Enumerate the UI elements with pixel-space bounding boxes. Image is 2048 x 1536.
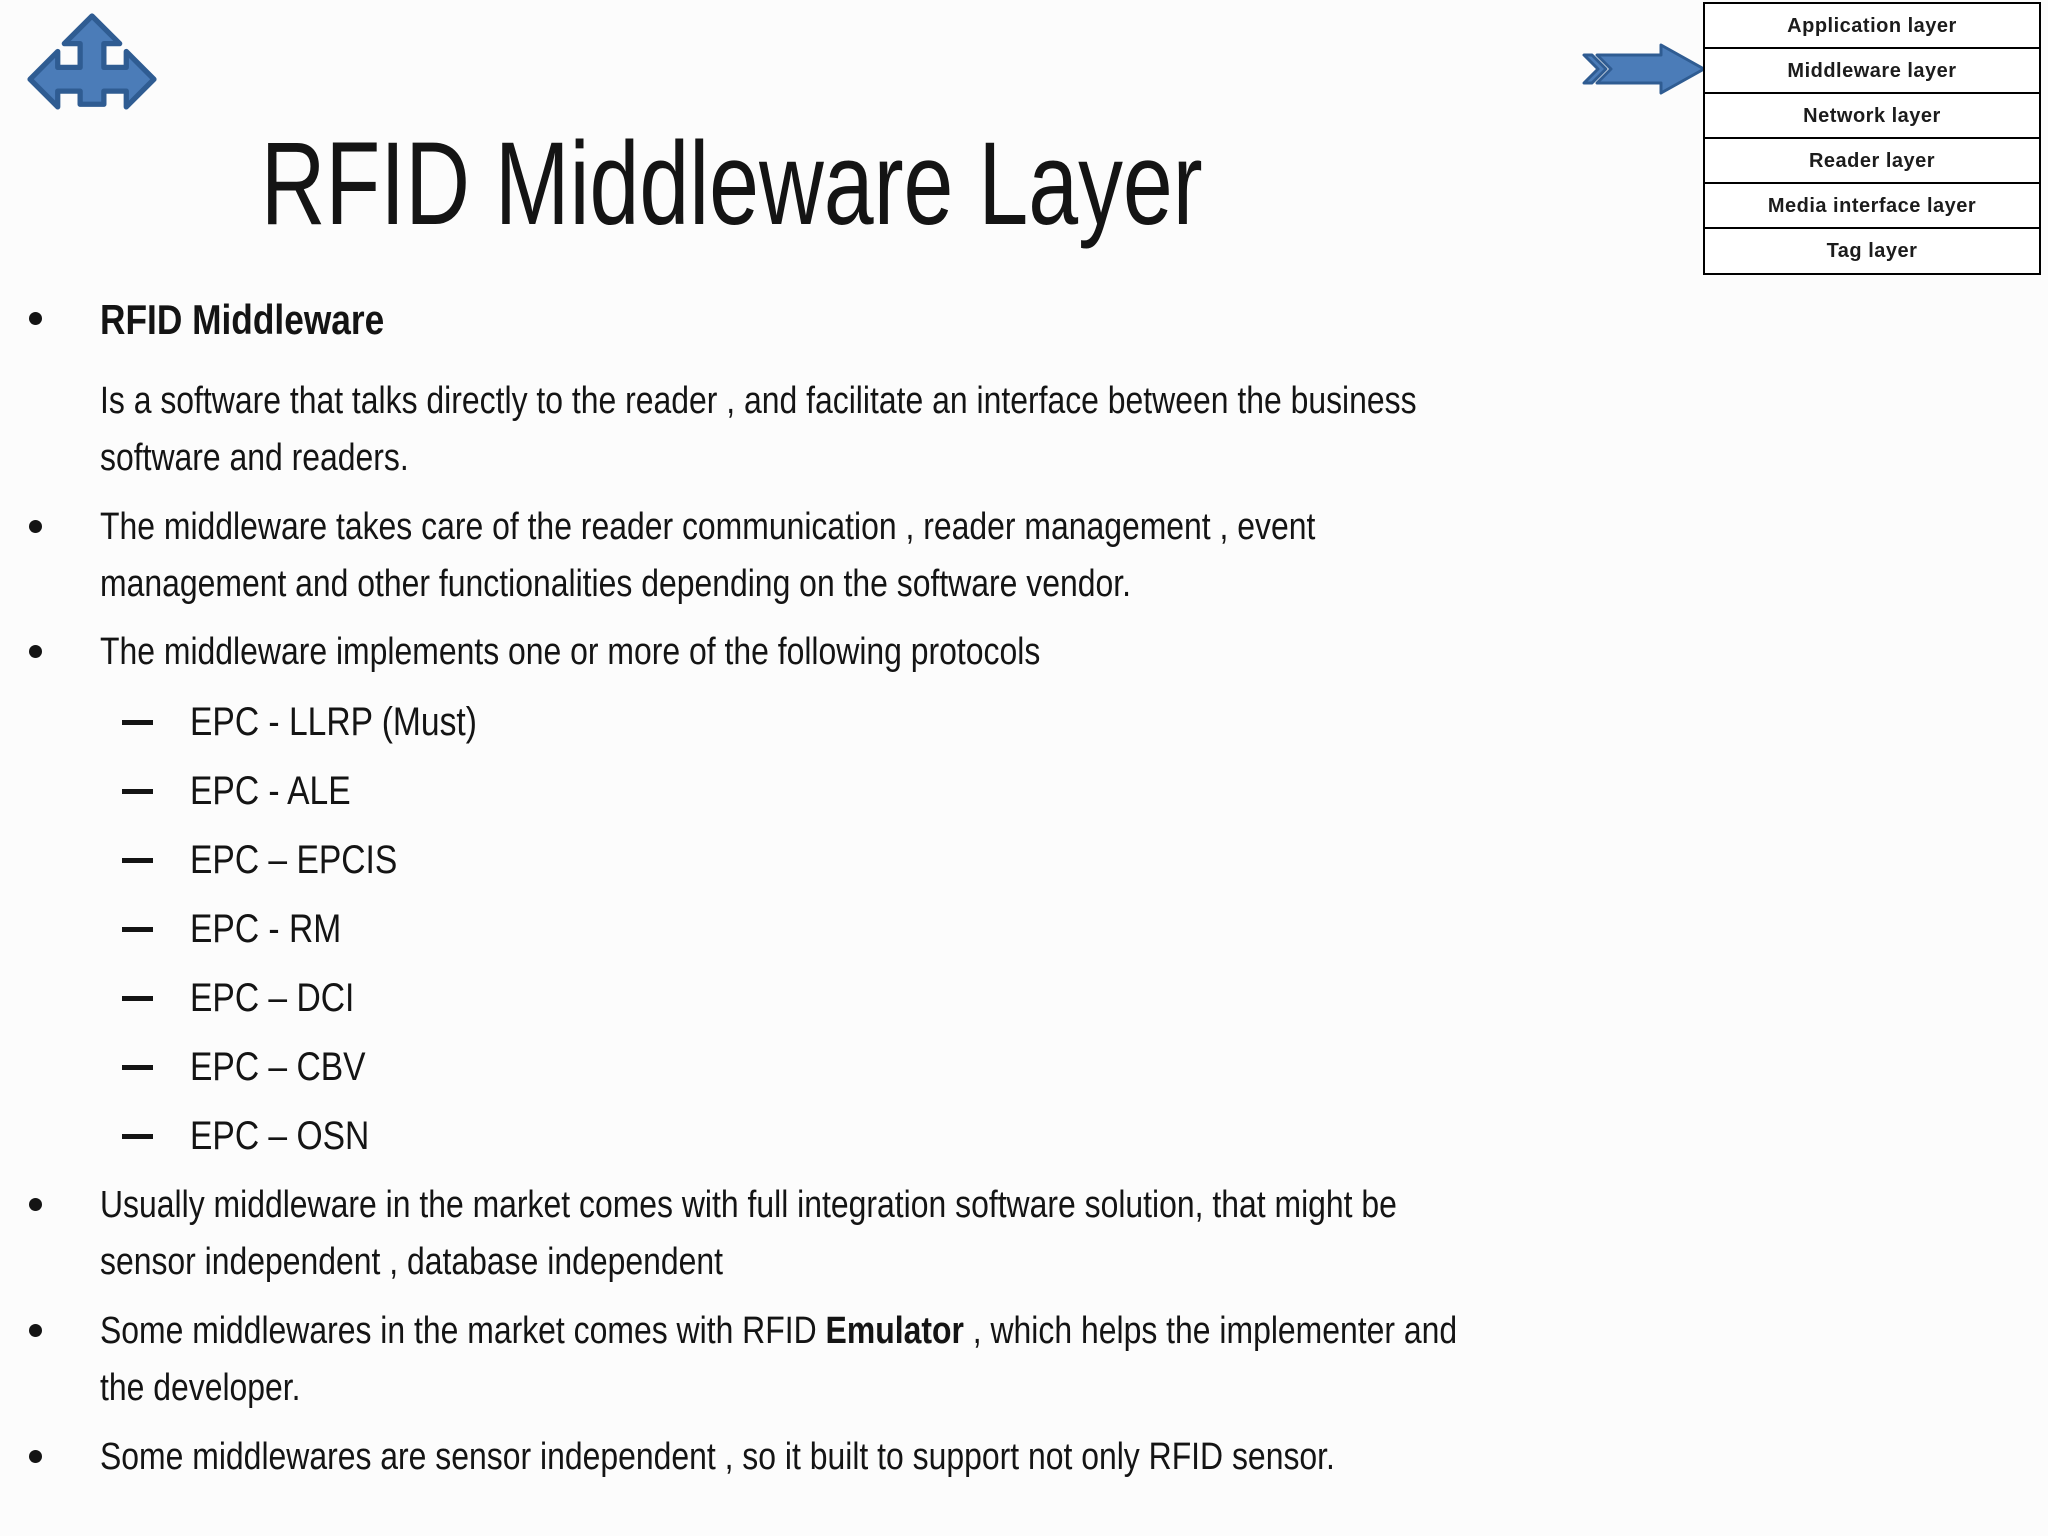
sub-bullet-dash bbox=[122, 720, 153, 725]
bullet-emulator: Some middlewares in the market comes wit… bbox=[0, 1303, 2048, 1417]
sub-bullet-dash bbox=[122, 996, 153, 1001]
layer-row-tag: Tag layer bbox=[1826, 240, 1918, 262]
layer-row-middleware: Middleware layer bbox=[1705, 49, 2039, 94]
bullet-protocols-intro: The middleware implements one or more of… bbox=[0, 624, 2048, 681]
list-item-epc-cbv: EPC – CBV bbox=[0, 1039, 2048, 1096]
list-item-epc-ale: EPC - ALE bbox=[0, 763, 2048, 820]
bullet-dot bbox=[29, 645, 42, 658]
layer-row-network: Network layer bbox=[1705, 94, 2039, 139]
bullet-dot bbox=[29, 520, 42, 533]
bullet-sensor-independent: Some middlewares are sensor independent … bbox=[0, 1429, 2048, 1486]
bullet-rfid-middleware-heading: RFID Middleware bbox=[0, 291, 2048, 351]
list-item-epc-osn: EPC – OSN bbox=[0, 1108, 2048, 1165]
layer-stack-diagram: Application layer Middleware layer Netwo… bbox=[1703, 2, 2041, 275]
layer-row-reader: Reader layer bbox=[1705, 139, 2039, 184]
sub-bullet-dash bbox=[122, 858, 153, 863]
bullet-dot bbox=[29, 1324, 42, 1337]
sub-bullet-dash bbox=[122, 1134, 153, 1139]
bullet-dot bbox=[29, 1450, 42, 1463]
sub-bullet-dash bbox=[122, 927, 153, 932]
layer-row-media-interface: Media interface layer bbox=[1705, 184, 2039, 229]
sub-bullet-dash bbox=[122, 789, 153, 794]
sub-bullet-dash bbox=[122, 1065, 153, 1070]
emulator-bold-text: Emulator bbox=[825, 1310, 964, 1352]
bullet-rfid-middleware-body: Is a software that talks directly to the… bbox=[100, 380, 1417, 479]
layer-row-application: Application layer bbox=[1705, 4, 2039, 49]
list-item-epc-llrp: EPC - LLRP (Must) bbox=[0, 694, 2048, 751]
list-item-epc-dci: EPC – DCI bbox=[0, 970, 2048, 1027]
bullet-dot bbox=[29, 312, 42, 325]
bullet-dot bbox=[29, 1198, 42, 1211]
slide-body: RFID Middleware Is a software that talks… bbox=[0, 291, 2048, 1486]
list-item-epc-rm: EPC - RM bbox=[0, 901, 2048, 958]
right-arrow-icon bbox=[1581, 38, 1707, 105]
three-way-arrows-icon bbox=[26, 12, 158, 133]
page-title: RFID Middleware Layer bbox=[261, 118, 1203, 251]
list-item-epc-epcis: EPC – EPCIS bbox=[0, 832, 2048, 889]
bullet-reader-communication: The middleware takes care of the reader … bbox=[0, 499, 2048, 613]
bullet-integration-solution: Usually middleware in the market comes w… bbox=[0, 1177, 2048, 1291]
